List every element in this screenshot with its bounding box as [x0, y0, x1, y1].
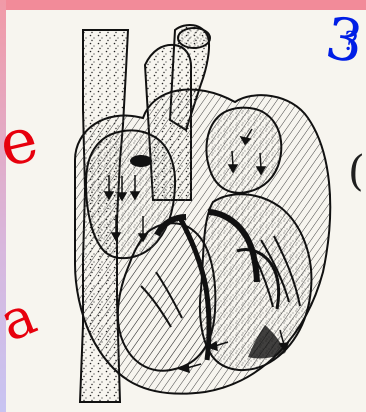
heart-svg — [25, 10, 355, 410]
left-atrium — [206, 108, 281, 193]
top-color-strip — [0, 0, 366, 10]
orifice-shadow — [130, 155, 152, 167]
right-mid-bracket: ( — [347, 150, 365, 193]
heart-illustration — [25, 10, 355, 410]
pulmonary-orifice — [178, 28, 210, 48]
